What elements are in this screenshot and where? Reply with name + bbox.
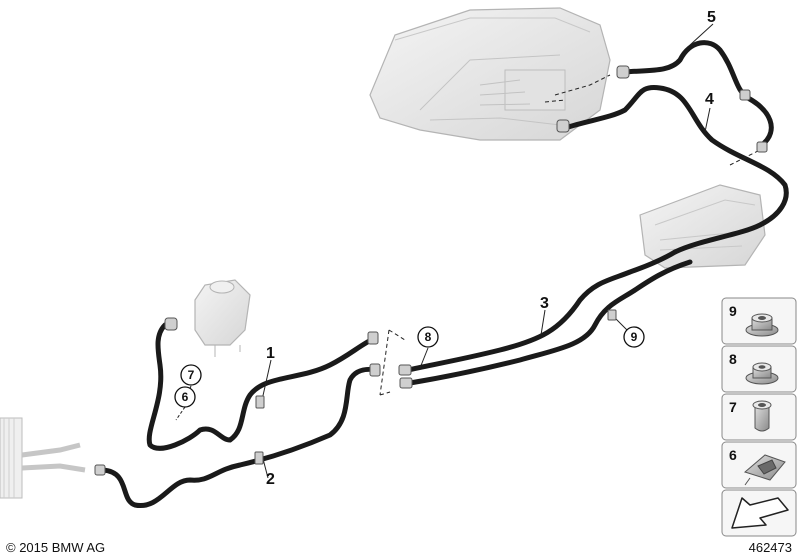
circled-7-text: 7 [188, 368, 195, 382]
hose-2 [100, 366, 381, 508]
circled-6-text: 6 [182, 390, 189, 404]
expansion-tank [194, 279, 251, 357]
nut-8-icon [745, 362, 779, 385]
charger-unit [639, 184, 766, 269]
circled-8-text: 8 [425, 330, 432, 344]
bracket-6-icon [743, 454, 786, 486]
legend-item-6-number: 6 [729, 447, 737, 463]
legend-nav-arrow[interactable] [721, 489, 797, 537]
legend-item-7-number: 7 [729, 399, 737, 415]
hose-3-return [407, 259, 693, 386]
radiator [0, 417, 86, 499]
clips [94, 65, 768, 476]
circled-9-text: 9 [631, 330, 638, 344]
hose-5 [622, 40, 774, 148]
callout-4: 4 [705, 91, 714, 108]
circled-callout-6: 6 [174, 386, 196, 408]
circled-callout-8: 8 [417, 326, 439, 348]
legend-item-6[interactable]: 6 [721, 441, 797, 489]
legend-item-7[interactable]: 7 [721, 393, 797, 441]
legend-item-9-number: 9 [729, 303, 737, 319]
legend-item-8-number: 8 [729, 351, 737, 367]
copyright-text: © 2015 BMW AG [6, 540, 106, 555]
hose-4 [562, 84, 789, 255]
circled-callout-7: 7 [180, 364, 202, 386]
circled-callout-9: 9 [623, 326, 645, 348]
nut-9-icon [745, 313, 779, 337]
callout-3: 3 [540, 295, 549, 312]
arrow-icon [731, 497, 789, 529]
sleeve-7-icon [752, 400, 772, 432]
callout-5: 5 [707, 9, 716, 26]
diagram-number: 462473 [748, 540, 792, 555]
legend-panel: 9 8 7 [721, 297, 797, 537]
hose-3 [405, 249, 678, 373]
hose-1 [146, 322, 378, 451]
callout-1: 1 [266, 345, 275, 362]
callout-2: 2 [266, 471, 275, 488]
legend-item-8[interactable]: 8 [721, 345, 797, 393]
legend-item-9[interactable]: 9 [721, 297, 797, 345]
hoses [100, 40, 789, 508]
power-electronics-unit [369, 7, 611, 141]
